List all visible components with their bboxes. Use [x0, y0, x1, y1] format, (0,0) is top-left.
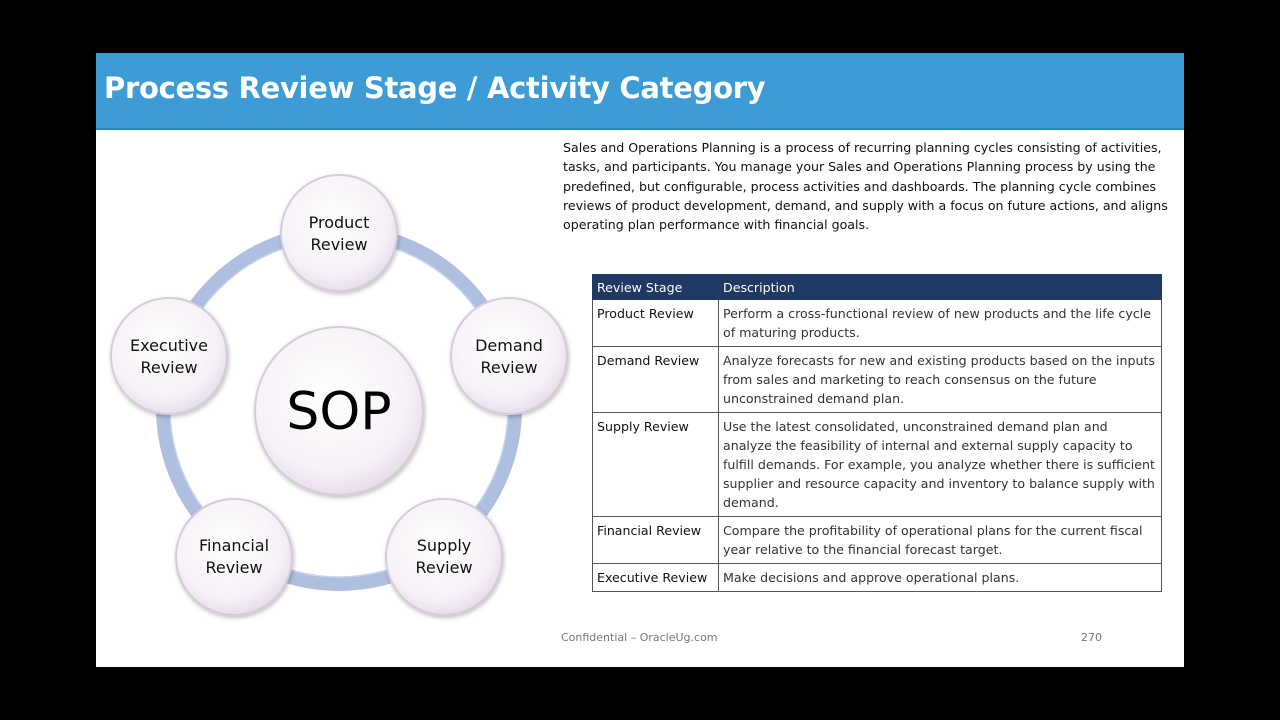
node-executive-review-line2: Review: [140, 358, 197, 377]
node-demand-review-line2: Review: [480, 358, 537, 377]
review-stage-cell: Demand Review: [592, 346, 719, 413]
review-stage-table: Review Stage Description Product Review …: [592, 274, 1162, 592]
column-header-description: Description: [718, 274, 1162, 300]
node-product-review-line1: Product: [309, 213, 370, 232]
table-header-row: Review Stage Description: [592, 274, 1162, 300]
node-executive-review-line1: Executive: [130, 336, 208, 355]
table-row: Financial Review Compare the profitabili…: [592, 516, 1162, 564]
node-supply-review-line2: Review: [415, 558, 472, 577]
footer-page-number: 270: [1081, 631, 1102, 644]
table-row: Supply Review Use the latest consolidate…: [592, 412, 1162, 517]
description-cell: Compare the profitability of operational…: [718, 516, 1162, 564]
node-product-review-line2: Review: [310, 235, 367, 254]
center-label: SOP: [286, 382, 391, 442]
slide-title: Process Review Stage / Activity Category: [104, 71, 766, 105]
node-demand-review-line1: Demand: [475, 336, 543, 355]
intro-paragraph: Sales and Operations Planning is a proce…: [563, 140, 1168, 233]
slide: Process Review Stage / Activity Category…: [96, 53, 1184, 667]
title-bar: Process Review Stage / Activity Category: [96, 53, 1184, 130]
node-financial-review: [175, 498, 293, 616]
description-cell: Analyze forecasts for new and existing p…: [718, 346, 1162, 413]
sop-cycle-diagram: SOP Product Review Demand Review Supply …: [110, 174, 568, 616]
node-executive-review: [110, 297, 228, 415]
footer-confidential: Confidential – OracleUg.com: [561, 631, 718, 644]
center-node: [254, 326, 424, 496]
review-stage-cell: Product Review: [592, 299, 719, 347]
table-row: Executive Review Make decisions and appr…: [592, 563, 1162, 592]
node-supply-review-line1: Supply: [417, 536, 472, 555]
node-demand-review: [450, 297, 568, 415]
node-financial-review-line1: Financial: [199, 536, 269, 555]
review-stage-cell: Executive Review: [592, 563, 719, 592]
table-row: Demand Review Analyze forecasts for new …: [592, 346, 1162, 413]
node-product-review: [280, 174, 398, 292]
node-financial-review-line2: Review: [205, 558, 262, 577]
description-cell: Make decisions and approve operational p…: [718, 563, 1162, 592]
node-supply-review: [385, 498, 503, 616]
description-cell: Perform a cross-functional review of new…: [718, 299, 1162, 347]
description-cell: Use the latest consolidated, unconstrain…: [718, 412, 1162, 517]
review-stage-cell: Supply Review: [592, 412, 719, 517]
column-header-review-stage: Review Stage: [592, 274, 719, 300]
review-stage-cell: Financial Review: [592, 516, 719, 564]
table-row: Product Review Perform a cross-functiona…: [592, 299, 1162, 347]
